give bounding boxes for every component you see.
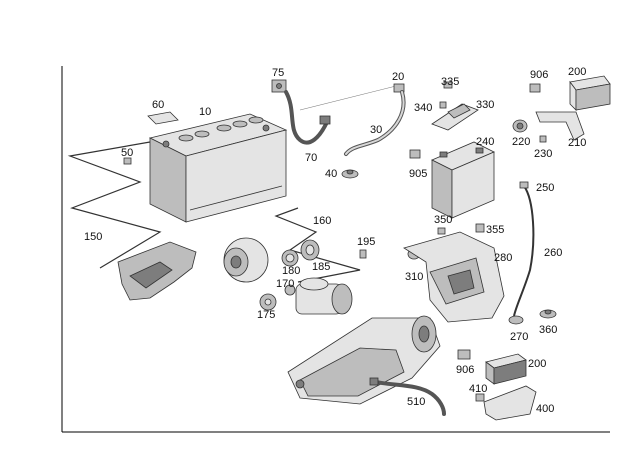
callout-195: 195 — [357, 236, 375, 248]
callout-170: 170 — [276, 278, 294, 290]
callout-335: 335 — [441, 76, 459, 88]
relay-bracket-part — [431, 81, 479, 131]
leader-75-20 — [299, 85, 397, 111]
callout-175: 175 — [257, 309, 275, 321]
aux-battery-bottom-part — [457, 349, 537, 421]
vent-hose-part — [508, 181, 557, 325]
terminal-clamp-part — [271, 79, 287, 93]
callout-70: 70 — [305, 152, 317, 164]
callout-40: 40 — [325, 168, 337, 180]
starter-group-guide-line — [274, 207, 361, 283]
battery-tray-part — [403, 223, 505, 323]
callout-270: 270 — [510, 331, 528, 343]
alternator-part — [223, 237, 269, 283]
callout-906-top: 906 — [530, 69, 548, 81]
screw-50-part — [123, 157, 132, 165]
callout-355: 355 — [486, 224, 504, 236]
cable-end-20-part — [393, 83, 405, 93]
second-battery-part — [431, 141, 495, 219]
transmission-part — [287, 315, 441, 405]
bushing-180-part — [281, 249, 299, 267]
callout-280: 280 — [494, 252, 512, 264]
callout-200-top: 200 — [568, 66, 586, 78]
callout-310: 310 — [405, 271, 423, 283]
bushing-185-part — [300, 239, 320, 261]
callout-410: 410 — [469, 383, 487, 395]
callout-75: 75 — [272, 67, 284, 79]
battery-cable-70-part — [284, 90, 331, 145]
callout-60: 60 — [152, 99, 164, 111]
callout-905: 905 — [409, 168, 427, 180]
callout-360: 360 — [539, 324, 557, 336]
callout-250: 250 — [536, 182, 554, 194]
callout-30: 30 — [370, 124, 382, 136]
callout-210: 210 — [568, 137, 586, 149]
callout-350: 350 — [434, 214, 452, 226]
battery-bracket-part — [117, 241, 197, 301]
bolt-905-part — [409, 149, 421, 159]
callout-340: 340 — [414, 102, 432, 114]
callout-10: 10 — [199, 106, 211, 118]
callout-160: 160 — [313, 215, 331, 227]
callout-150: 150 — [84, 231, 102, 243]
cover-strip-part — [147, 111, 179, 125]
callout-330: 330 — [476, 99, 494, 111]
aux-battery-top-part — [529, 75, 611, 111]
main-battery-part — [148, 113, 288, 223]
aux-bracket-part — [512, 111, 585, 143]
cable-510-part — [369, 377, 446, 416]
callout-50: 50 — [121, 147, 133, 159]
starter-part — [259, 277, 353, 315]
grommet-40-part — [341, 169, 359, 179]
cable-30-part — [344, 90, 406, 156]
callout-20: 20 — [392, 71, 404, 83]
screw-195-part — [359, 249, 367, 259]
battery-bracket-guide-line — [67, 141, 162, 269]
callout-185: 185 — [312, 261, 330, 273]
callout-510: 510 — [407, 396, 425, 408]
callout-240: 240 — [476, 136, 494, 148]
callout-220: 220 — [512, 136, 530, 148]
callout-180: 180 — [282, 265, 300, 277]
callout-230: 230 — [534, 148, 552, 160]
callout-260: 260 — [544, 247, 562, 259]
callout-200-bottom: 200 — [528, 358, 546, 370]
callout-400: 400 — [536, 403, 554, 415]
callout-906-bottom: 906 — [456, 364, 474, 376]
